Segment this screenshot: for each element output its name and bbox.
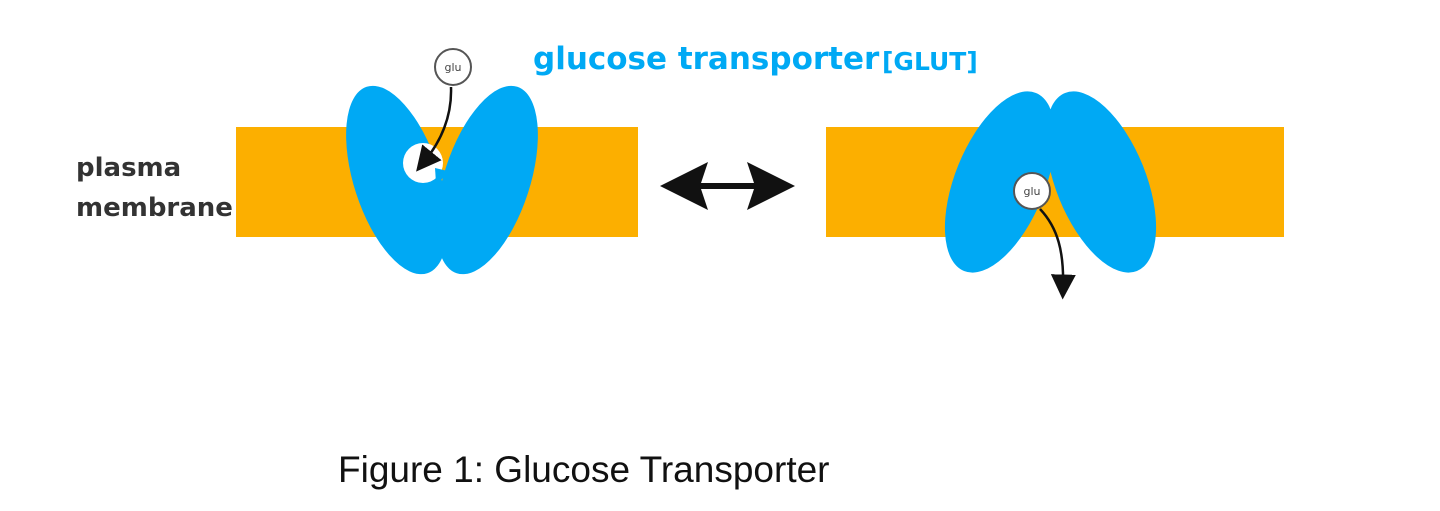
transporter-lobe-left-inward — [944, 91, 1056, 273]
release-arrow — [1039, 208, 1076, 300]
transporter-lobe-left — [346, 85, 448, 275]
binding-arrow — [416, 86, 453, 172]
diagram-title: glucose transporter — [533, 41, 880, 77]
binding-site-notch — [435, 168, 452, 183]
equilibrium-double-arrow — [660, 162, 795, 210]
glucose-molecule-right — [1013, 172, 1051, 210]
transporter-lobe-right — [436, 85, 538, 275]
figure-caption: Figure 1: Glucose Transporter — [338, 449, 830, 490]
transporter-state-open-outward: glu — [236, 48, 638, 275]
transporter-lobe-right-inward — [1045, 91, 1157, 273]
transporter-state-open-inward: glu — [826, 91, 1284, 300]
glucose-label-right: glu — [1023, 185, 1040, 198]
glucose-molecule-left — [434, 48, 472, 86]
membrane-label-line1: plasma — [76, 153, 181, 183]
diagram-title-abbreviation: [GLUT] — [882, 47, 978, 76]
membrane-label-line2: membrane — [76, 193, 233, 223]
glucose-label-left: glu — [444, 61, 461, 74]
